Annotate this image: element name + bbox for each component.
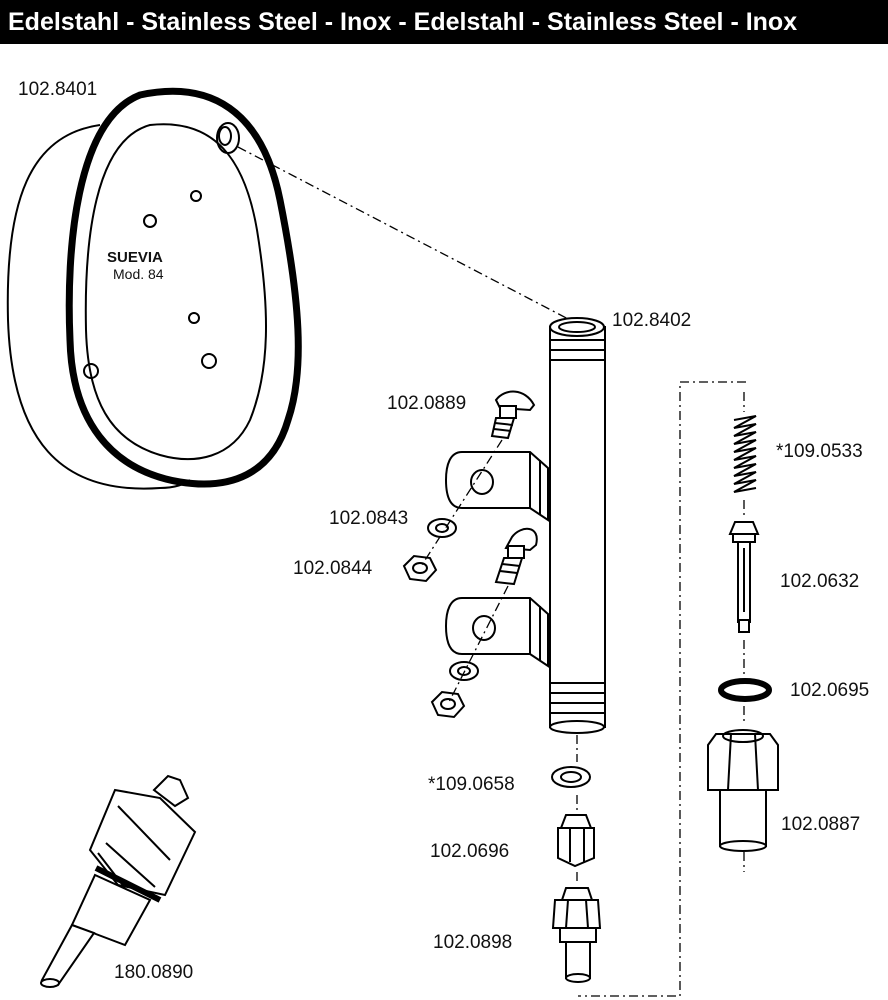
nozzle	[557, 814, 595, 868]
part-label-102-0844: 102.0844	[293, 558, 373, 579]
connector	[551, 887, 602, 983]
assembly-line-bowl-pipe	[237, 146, 575, 323]
mounting-hole	[216, 122, 240, 154]
hex-nut-lower	[430, 690, 466, 719]
carriage-bolt-lower	[494, 527, 538, 586]
bowl-back-rim	[6, 124, 191, 490]
plate-model-label: Mod. 84	[113, 266, 164, 282]
washer-lower	[449, 661, 479, 681]
bracket-upper	[444, 451, 549, 522]
washer-upper	[427, 518, 457, 538]
o-ring	[718, 678, 772, 702]
part-label-102-8401: 102.8401	[18, 79, 97, 100]
bracket-lower	[444, 597, 549, 668]
screw-hole	[188, 312, 200, 324]
part-label-102-0696: 102.0696	[430, 841, 509, 862]
screw-hole	[190, 190, 202, 202]
bowl-inner-plate	[84, 123, 267, 461]
part-label-102-0843: 102.0843	[329, 508, 408, 529]
part-label-102-0889: 102.0889	[387, 393, 466, 414]
part-label-102-0632: 102.0632	[780, 571, 859, 592]
hex-nut-upper	[402, 554, 438, 583]
part-label-109-0658: *109.0658	[428, 774, 515, 795]
hex-fitting	[707, 729, 779, 852]
part-label-102-0695: 102.0695	[790, 680, 869, 701]
bowl-front-outline	[65, 87, 302, 488]
pipe	[549, 317, 606, 734]
part-label-180-0890: 180.0890	[114, 962, 193, 983]
screw-hole	[143, 214, 157, 228]
screw-hole	[201, 353, 217, 369]
assembly-line-valve	[578, 381, 746, 997]
title-banner: Edelstahl - Stainless Steel - Inox - Ede…	[0, 0, 888, 44]
part-label-102-0887: 102.0887	[781, 814, 860, 835]
part-label-102-0898: 102.0898	[433, 932, 512, 953]
screw-hole	[83, 363, 99, 379]
plate-brand-label: SUEVIA	[107, 249, 163, 266]
valve-pin	[728, 521, 760, 633]
gasket	[551, 766, 591, 788]
carriage-bolt-upper	[490, 390, 536, 440]
part-label-109-0533: *109.0533	[776, 441, 863, 462]
bowl-assembly: SUEVIA Mod. 84	[6, 87, 302, 490]
part-label-102-8402: 102.8402	[612, 310, 691, 331]
spring	[733, 415, 757, 493]
drinking-valve-tool	[40, 774, 197, 988]
